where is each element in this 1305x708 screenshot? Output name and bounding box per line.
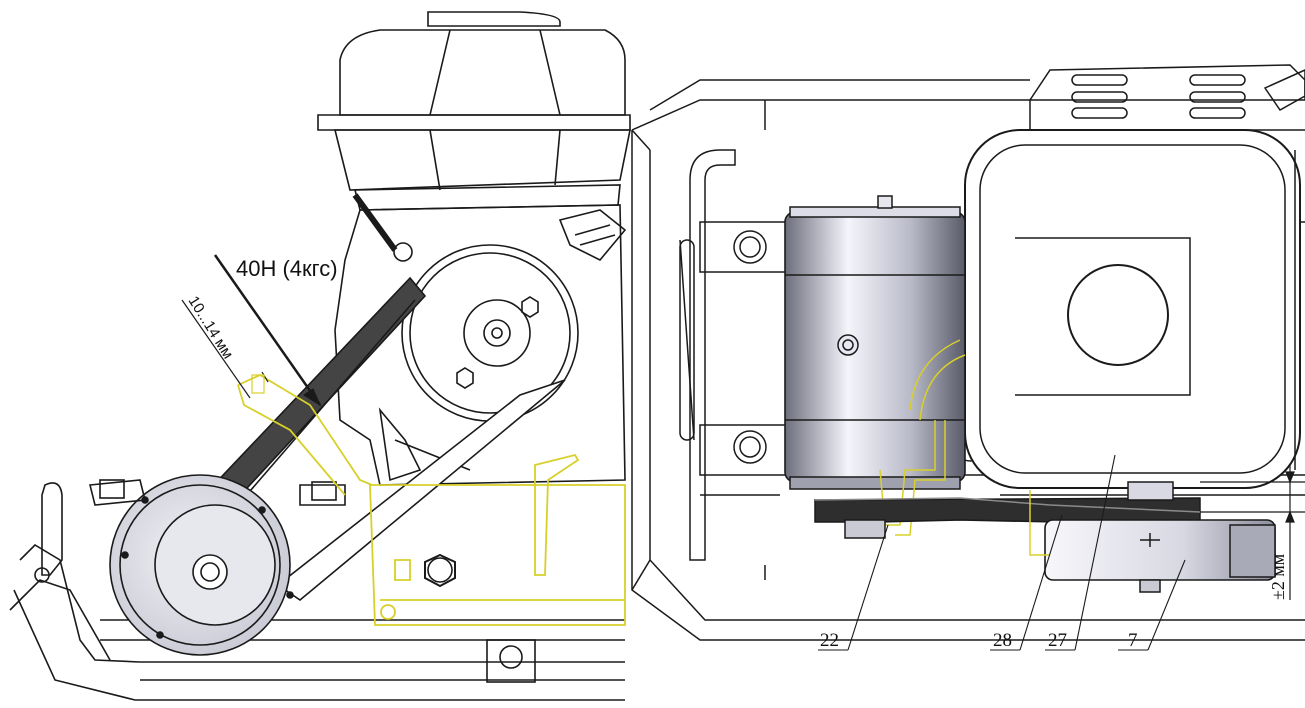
- callout-22: 22: [820, 630, 839, 651]
- belt-guard-outline: [237, 373, 626, 626]
- drive-belt-28: [814, 497, 1201, 539]
- force-label: 40Н (4кгс): [236, 256, 338, 281]
- engine-fuel-tank: [317, 11, 631, 211]
- left-panel: 40Н (4кгс) 10...14 мм: [9, 11, 631, 701]
- exciter-drum: [784, 195, 966, 536]
- deflection-label: 10...14 мм: [185, 293, 237, 362]
- right-panel: ±2 мм 22 28 27 7: [631, 64, 1305, 651]
- deflection-measure: [181, 254, 322, 407]
- base-plate: [631, 79, 1305, 641]
- callout-7: 7: [1128, 630, 1138, 651]
- alignment-label: ±2 мм: [1268, 554, 1288, 600]
- callout-28: 28: [993, 630, 1012, 651]
- bolt-hex-inner: [427, 557, 453, 583]
- callout-27: 27: [1048, 630, 1067, 651]
- engine-pulley: [401, 244, 579, 422]
- engine-housing: [1028, 64, 1305, 131]
- alignment-dimension: [1200, 465, 1305, 600]
- callout-leaders: [818, 454, 1186, 651]
- engine-tank-27: [964, 129, 1301, 489]
- base-frame: [9, 482, 625, 701]
- bolt-hex: [424, 553, 456, 588]
- engine-pulley-7: [1029, 481, 1276, 593]
- exciter-pulley: [88, 474, 346, 656]
